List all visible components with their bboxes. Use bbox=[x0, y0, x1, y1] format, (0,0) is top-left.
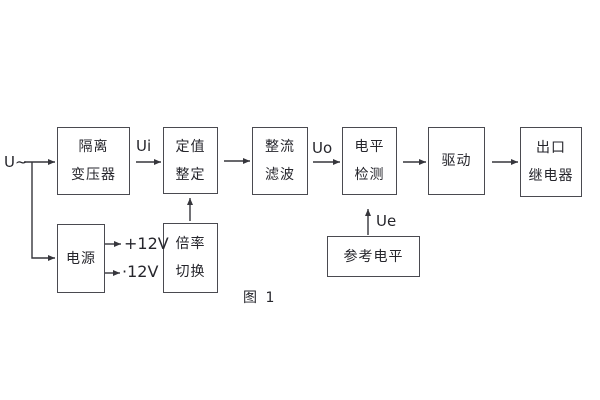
block-label-ratio-switch: 倍率 切换 bbox=[175, 236, 206, 280]
block-ratio-switch: 倍率 切换 bbox=[163, 223, 218, 293]
block-label-drive: 驱动 bbox=[441, 153, 472, 169]
block-label-level-detection: 电平 检测 bbox=[354, 139, 385, 183]
wire-input-to-power bbox=[31, 162, 55, 261]
label-uo: Uo bbox=[312, 139, 333, 157]
block-label-reference-level: 参考电平 bbox=[343, 248, 404, 265]
label-ui: Ui bbox=[136, 137, 152, 155]
block-power-supply: 电源 bbox=[57, 224, 105, 293]
block-setpoint-setting: 定值 整定 bbox=[163, 127, 218, 194]
block-label-setpoint-setting: 定值 整定 bbox=[175, 138, 206, 183]
block-rectifier-filter: 整流 滤波 bbox=[252, 127, 308, 195]
label-minus-12v: ·12V bbox=[122, 262, 159, 281]
block-drive: 驱动 bbox=[428, 127, 485, 195]
label-ue: Ue bbox=[376, 212, 397, 230]
block-level-detection: 电平 检测 bbox=[342, 127, 397, 195]
label-input-voltage: U~ bbox=[4, 153, 28, 171]
block-label-output-relay: 出口 继电器 bbox=[528, 140, 574, 184]
figure-caption: 图 1 bbox=[243, 290, 277, 306]
block-output-relay: 出口 继电器 bbox=[520, 127, 582, 197]
block-reference-level: 参考电平 bbox=[327, 236, 420, 277]
block-label-power-supply: 电源 bbox=[66, 250, 96, 267]
block-label-rectifier-filter: 整流 滤波 bbox=[265, 139, 295, 183]
label-plus-12v: +12V bbox=[124, 234, 169, 253]
block-label-isolation-transformer: 隔离 变压器 bbox=[71, 139, 116, 183]
block-isolation-transformer: 隔离 变压器 bbox=[57, 127, 130, 195]
